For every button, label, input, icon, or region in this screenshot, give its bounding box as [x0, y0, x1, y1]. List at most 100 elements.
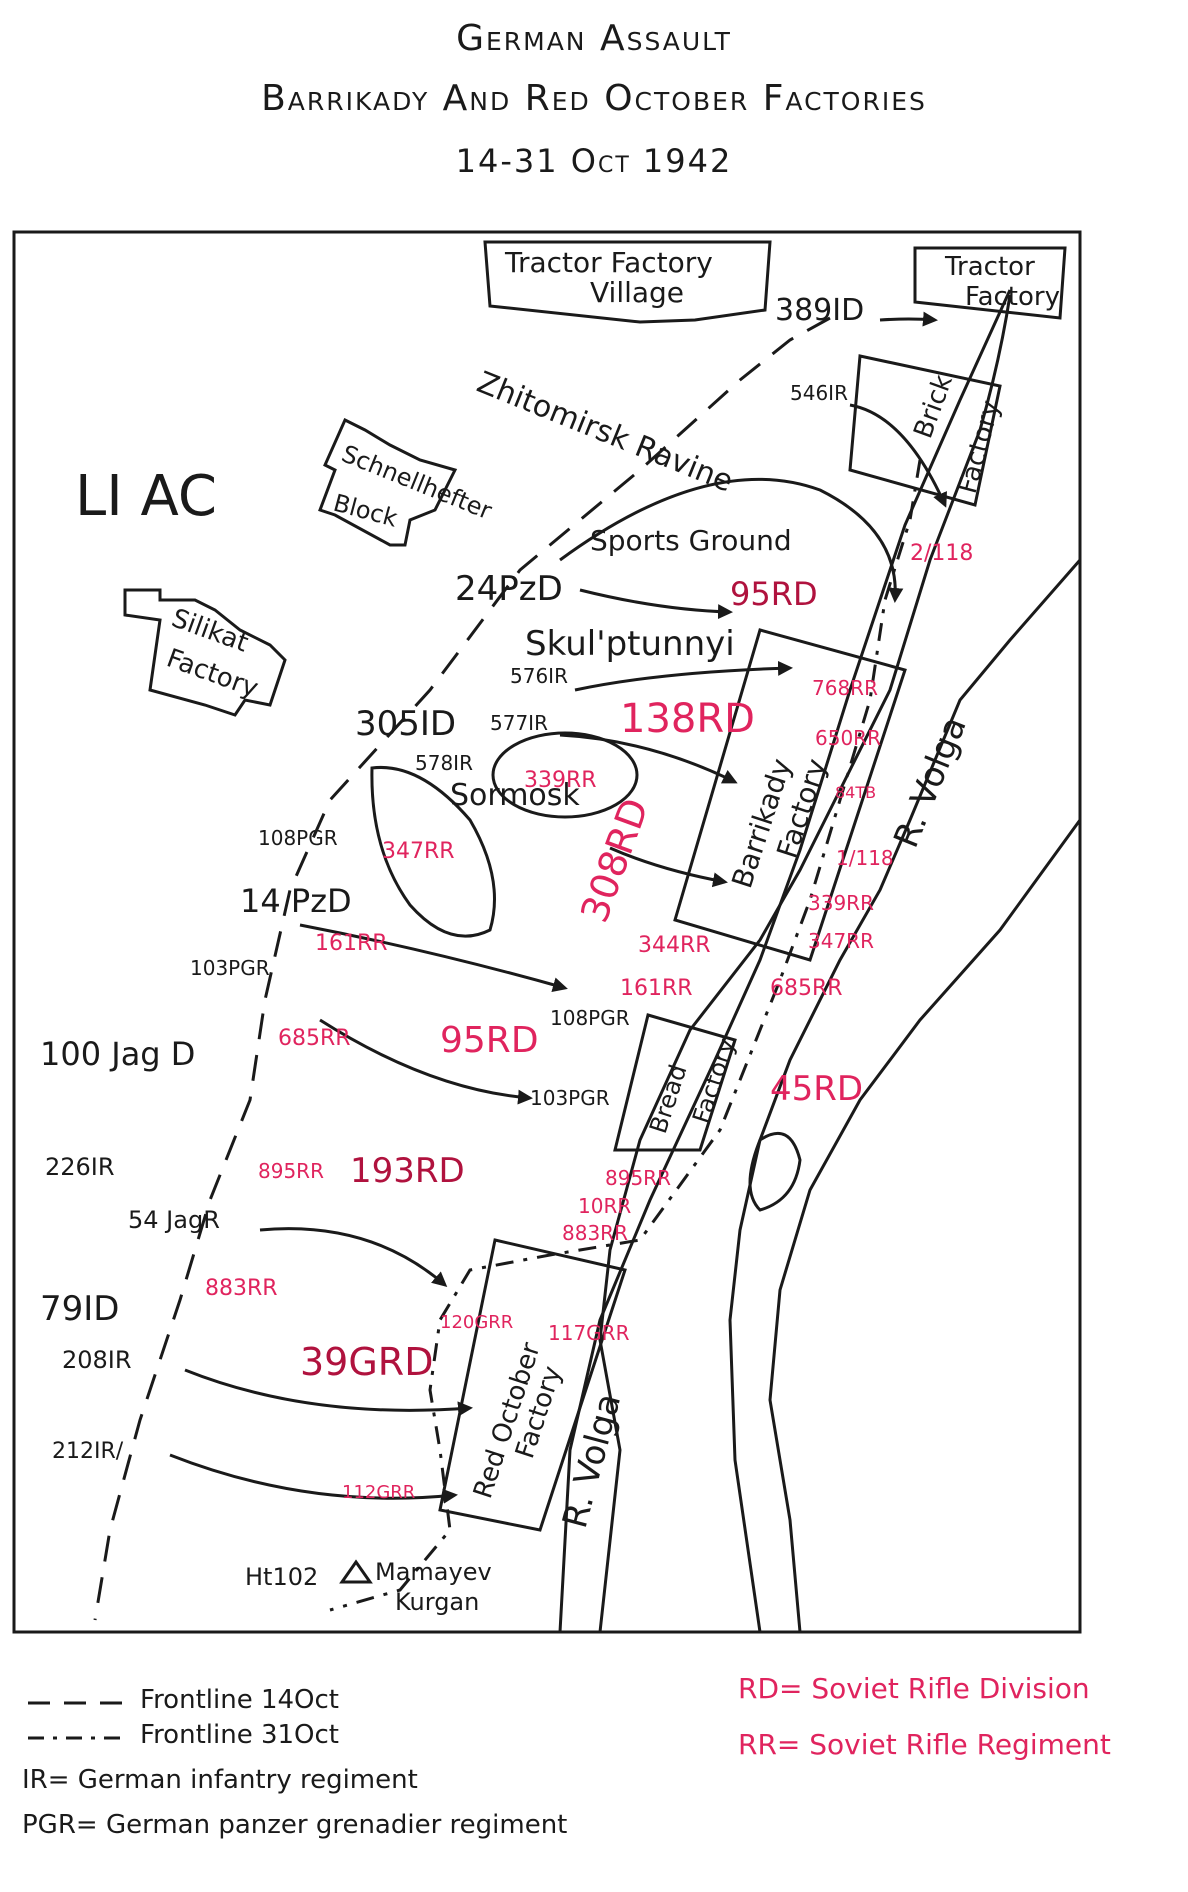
soviet-unit: 84TB [835, 783, 876, 802]
bread-factory-outline [613, 1013, 737, 1152]
tractor-factory-village-outline [483, 240, 772, 324]
german-unit: 389ID [775, 293, 864, 328]
soviet-unit: 45RD [770, 1069, 863, 1109]
barrikady-factory-outline [673, 628, 907, 962]
corps-label: LI AC [75, 464, 217, 529]
soviet-unit: 95RD [730, 575, 818, 613]
legend-frontline-14: Frontline 14Oct [140, 1685, 339, 1715]
red-october-factory-outline [438, 1238, 627, 1532]
assault-arrows [169, 311, 947, 1504]
soviet-unit: 161RR [315, 931, 388, 956]
german-unit: 577IR [490, 711, 548, 735]
arrow-685rr [319, 1018, 533, 1105]
soviet-unit: 895RR [258, 1159, 324, 1183]
soviet-unit: 685RR [278, 1026, 351, 1051]
soviet-unit: 1/118 [836, 846, 894, 870]
german-unit: 108PGR [550, 1006, 630, 1030]
german-unit: 103PGR [190, 956, 270, 980]
soviet-unit: 193RD [350, 1151, 465, 1191]
soviet-unit: 120GRR [440, 1312, 513, 1333]
map-dates: 14-31 Oct 1942 [455, 142, 733, 180]
german-unit: 100 Jag D [40, 1035, 195, 1073]
silikat-factory-outline [123, 588, 287, 717]
label-schnellhefter-2: Block [330, 489, 400, 533]
brick-factory-outline [848, 354, 1002, 507]
soviet-unit: 883RR [205, 1276, 278, 1301]
soviet-unit: 95RD [440, 1020, 539, 1061]
german-unit: 14 PzD [240, 882, 352, 920]
label-brick-factory: Brick [908, 371, 958, 442]
german-unit: 208IR [62, 1346, 132, 1374]
german-unit: 24PzD [455, 569, 563, 609]
label-mamayev-2: Kurgan [395, 1588, 479, 1616]
arrow-24pzd [579, 588, 733, 620]
soviet-unit: 339RR [524, 768, 597, 793]
frontline-14oct [93, 316, 831, 1621]
german-unit: 305ID [355, 704, 456, 744]
map-title: German Assault [456, 18, 732, 59]
soviet-unit: 768RR [812, 676, 878, 700]
arrow-546ir [849, 403, 947, 508]
frontline-31oct [329, 459, 922, 1612]
label-bread-factory-2: Factory [687, 1035, 741, 1127]
arrow-212ir [169, 1453, 458, 1504]
soviet-unit: 161RR [620, 976, 693, 1001]
arrow-sports-ground [559, 477, 904, 603]
soviet-unit: 895RR [605, 1166, 671, 1190]
soviet-unit: 339RR [808, 891, 874, 915]
label-tractor-factory-village: Tractor Factory [504, 246, 713, 279]
label-mamayev: Mamayev [375, 1558, 492, 1586]
soviet-unit: 112GRR [342, 1482, 415, 1503]
german-unit: 578IR [415, 751, 473, 775]
soviet-unit: 2/118 [910, 541, 973, 566]
sormosk-outline [370, 765, 496, 938]
arrow-54jagr [259, 1227, 448, 1287]
german-unit: 108PGR [258, 826, 338, 850]
label-volga-upper: R. Volga [886, 711, 975, 853]
german-unit: 212IR/ [52, 1439, 124, 1464]
soviet-unit: 347RR [382, 839, 455, 864]
soviet-unit: 117GRR [548, 1321, 630, 1345]
german-unit: 226IR [45, 1153, 115, 1181]
label-silikat-2: Factory [163, 643, 263, 704]
german-unit: 576IR [510, 664, 568, 688]
german-unit: 103PGR [530, 1086, 610, 1110]
label-skulptunnyi: Skul'ptunnyi [525, 624, 735, 664]
label-tractor-factory-village-2: Village [590, 276, 684, 309]
soviet-unit: 347RR [808, 929, 874, 953]
soviet-unit: 883RR [562, 1221, 628, 1245]
schnellhefter-block-outline [318, 417, 458, 547]
arrow-161rr [299, 923, 568, 992]
german-unit: 546IR [790, 381, 848, 405]
label-sormosk: Sormosk [450, 778, 580, 813]
label-hill: Ht102 [245, 1563, 318, 1591]
island [748, 1131, 802, 1212]
legend-rr: RR= Soviet Rifle Regiment [738, 1728, 1111, 1761]
german-units: 389ID 546IR 24PzD 576IR 305ID 577IR 578I… [40, 293, 864, 1464]
tractor-factory-outline [913, 246, 1067, 320]
soviet-unit: 685RR [770, 976, 843, 1001]
soviet-units: 2/118 95RD 138RD 768RR 650RR 84TB 339RR … [205, 541, 973, 1503]
german-unit: 54 JagR [128, 1206, 220, 1234]
label-zhitomirsk: Zhitomirsk Ravine [472, 365, 738, 500]
map-frame [12, 230, 1082, 1634]
label-brick-factory-2: Factory [953, 397, 1007, 497]
hill-triangle [339, 1559, 373, 1584]
legend-ir: IR= German infantry regiment [22, 1765, 418, 1795]
river-volga [558, 289, 1082, 1633]
legend-frontline-31: Frontline 31Oct [140, 1720, 339, 1750]
legend-pgr: PGR= German panzer grenadier regiment [22, 1810, 568, 1840]
arrow-skulptunnyi [574, 660, 793, 692]
soviet-unit: 344RR [638, 933, 711, 958]
arrow-208ir [184, 1368, 473, 1417]
legend-rd: RD= Soviet Rifle Division [738, 1672, 1090, 1705]
map-subtitle: Barrikady And Red October Factories [261, 78, 927, 119]
soviet-unit: 650RR [815, 726, 881, 750]
arrow-sormosk [609, 846, 728, 888]
339rr-oval [491, 731, 639, 819]
arrow-389id [879, 311, 938, 327]
label-sports-ground: Sports Ground [590, 524, 792, 557]
soviet-unit: 138RD [620, 696, 755, 742]
soviet-unit: 39GRD [300, 1340, 433, 1384]
